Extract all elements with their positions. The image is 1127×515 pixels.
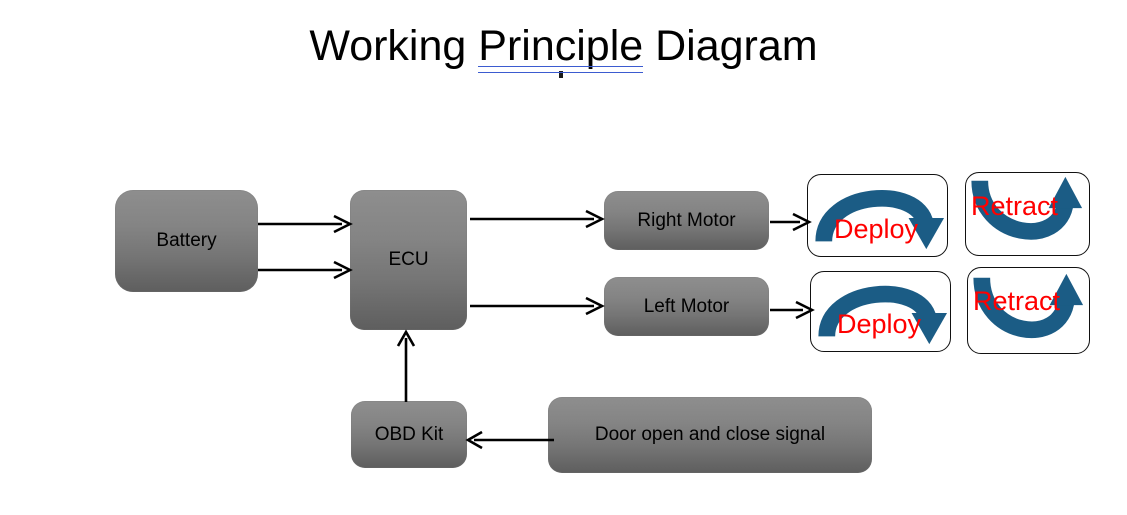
connector-right-motor-to-deploy: [770, 212, 812, 232]
connector-door-signal-to-obd: [465, 430, 554, 450]
connector-obd-to-ecu: [396, 329, 416, 402]
card-retract-left-caption: Retract: [973, 286, 1061, 316]
card-retract-right-caption: Retract: [971, 191, 1059, 221]
node-ecu[interactable]: ECU: [350, 190, 467, 330]
title-misspelled-text: Principle: [478, 22, 644, 70]
node-door-signal[interactable]: Door open and close signal: [548, 397, 872, 473]
title-misspelled-word: Principle: [478, 22, 644, 78]
node-obd-kit-label: OBD Kit: [374, 423, 444, 445]
card-retract-left[interactable]: Retract: [967, 267, 1090, 354]
node-right-motor-label: Right Motor: [637, 209, 736, 231]
node-ecu-label: ECU: [388, 249, 429, 270]
node-battery[interactable]: Battery: [115, 190, 258, 292]
node-left-motor-label: Left Motor: [643, 295, 730, 317]
title-part-after: Diagram: [643, 22, 818, 70]
u-arrow-up-right-icon: [971, 176, 1083, 240]
connector-ecu-to-right-motor: [470, 209, 605, 229]
card-retract-right[interactable]: Retract: [965, 172, 1090, 256]
connector-left-motor-to-deploy: [770, 300, 815, 320]
node-battery-label: Battery: [156, 230, 217, 251]
node-door-signal-label: Door open and close signal: [594, 424, 826, 445]
page-title: Working Principle Diagram: [0, 22, 1127, 78]
arc-arrow-down-right-icon: [815, 190, 945, 250]
card-deploy-right[interactable]: Deploy: [807, 174, 948, 257]
connector-ecu-to-left-motor: [470, 296, 605, 316]
node-obd-kit[interactable]: OBD Kit: [351, 401, 467, 468]
arc-arrow-down-right-icon: [818, 285, 948, 345]
card-deploy-right-caption: Deploy: [834, 214, 919, 244]
node-right-motor[interactable]: Right Motor: [604, 191, 769, 250]
title-part-before: Working: [309, 22, 479, 70]
connector-battery-to-ecu-lower: [258, 260, 353, 280]
spellcheck-caret-mark: [558, 71, 563, 78]
connector-battery-to-ecu-upper: [258, 214, 353, 234]
node-left-motor[interactable]: Left Motor: [604, 277, 769, 336]
card-deploy-left-caption: Deploy: [837, 309, 922, 339]
card-deploy-left[interactable]: Deploy: [810, 271, 951, 352]
u-arrow-up-right-icon: [973, 273, 1084, 339]
